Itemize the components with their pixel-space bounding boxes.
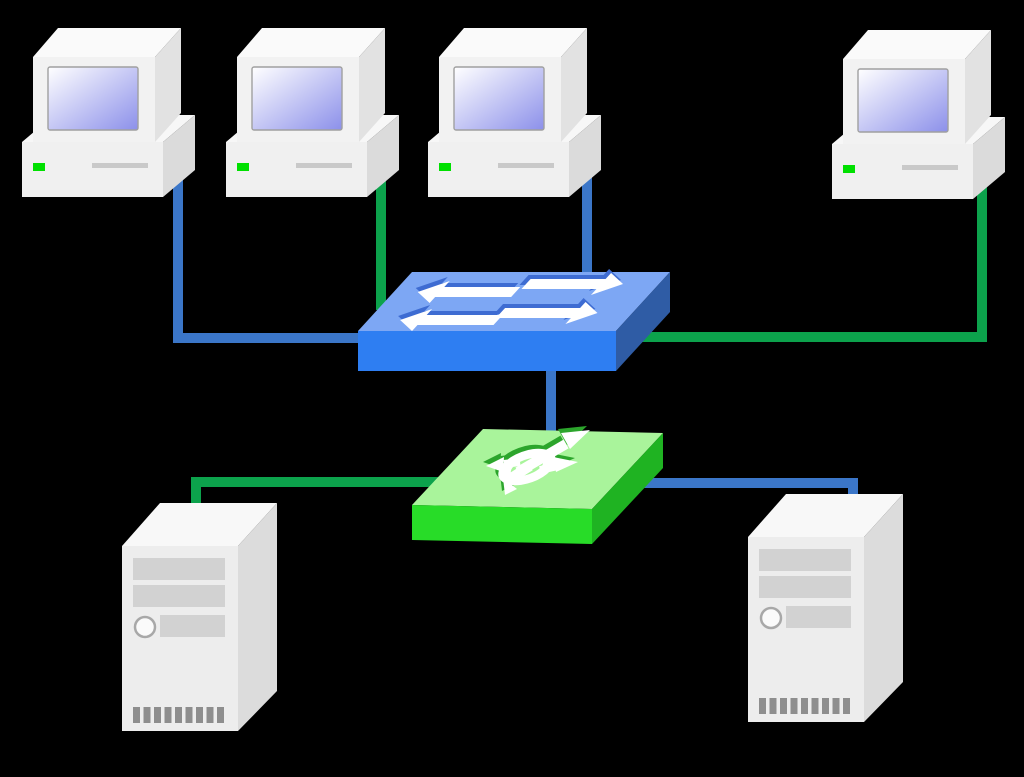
workstation-3 bbox=[427, 27, 602, 198]
cable-workstation-4-to-ethernet-switch bbox=[640, 176, 987, 342]
server-1 bbox=[120, 501, 279, 733]
cable-router-hub-to-server-1 bbox=[191, 477, 445, 508]
cable-workstation-1-to-ethernet-switch bbox=[173, 174, 362, 343]
server-2 bbox=[746, 492, 905, 724]
workstation-4 bbox=[831, 29, 1006, 200]
ethernet-switch bbox=[358, 269, 670, 371]
workstation-1 bbox=[21, 27, 196, 198]
workstation-2 bbox=[225, 27, 400, 198]
